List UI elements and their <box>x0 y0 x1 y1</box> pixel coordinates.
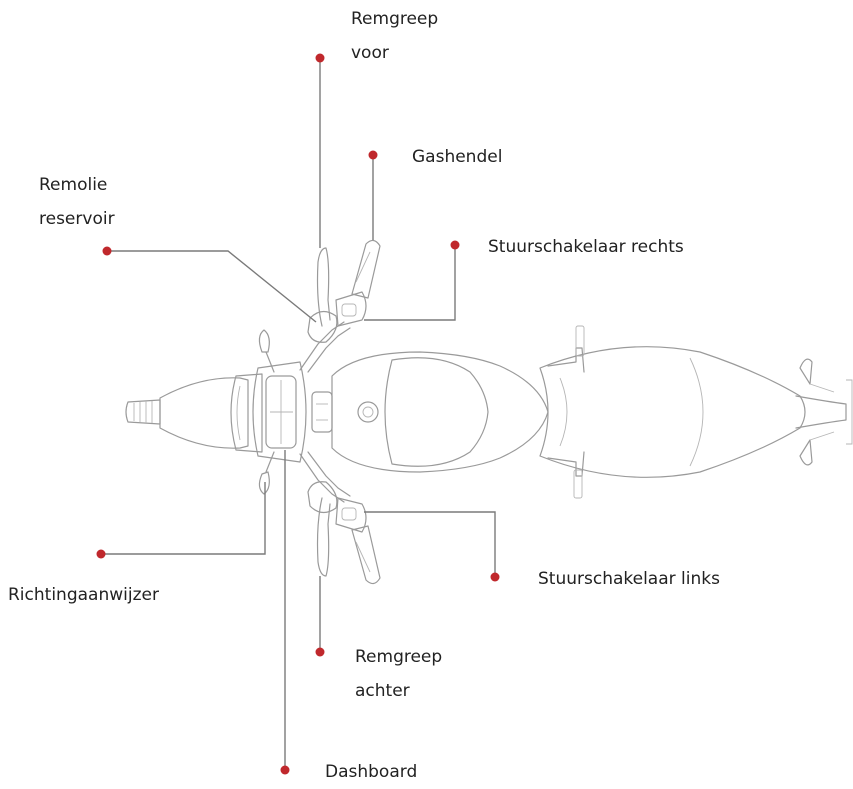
label-switch-left: Stuurschakelaar links <box>538 562 720 596</box>
label-brake-fluid: Remolie reservoir <box>39 168 115 236</box>
label-indicator: Richtingaanwijzer <box>8 578 159 612</box>
label-throttle: Gashendel <box>412 140 502 174</box>
dot-dashboard <box>281 766 290 775</box>
leader-switch-left <box>364 512 495 577</box>
dot-throttle <box>369 151 378 160</box>
motorcycle-top-view <box>126 240 852 583</box>
dot-indicator <box>97 550 106 559</box>
leader-indicator <box>101 482 265 554</box>
dot-brake-front <box>316 54 325 63</box>
label-dashboard: Dashboard <box>325 755 417 789</box>
label-brake-rear: Remgreep achter <box>355 640 442 708</box>
label-brake-front: Remgreep voor <box>351 2 438 70</box>
dot-brake-rear <box>316 648 325 657</box>
dot-switch-left <box>491 573 500 582</box>
dot-brake-fluid <box>103 247 112 256</box>
leader-brake-fluid <box>107 251 316 322</box>
dot-switch-right <box>451 241 460 250</box>
label-switch-right: Stuurschakelaar rechts <box>488 230 684 264</box>
